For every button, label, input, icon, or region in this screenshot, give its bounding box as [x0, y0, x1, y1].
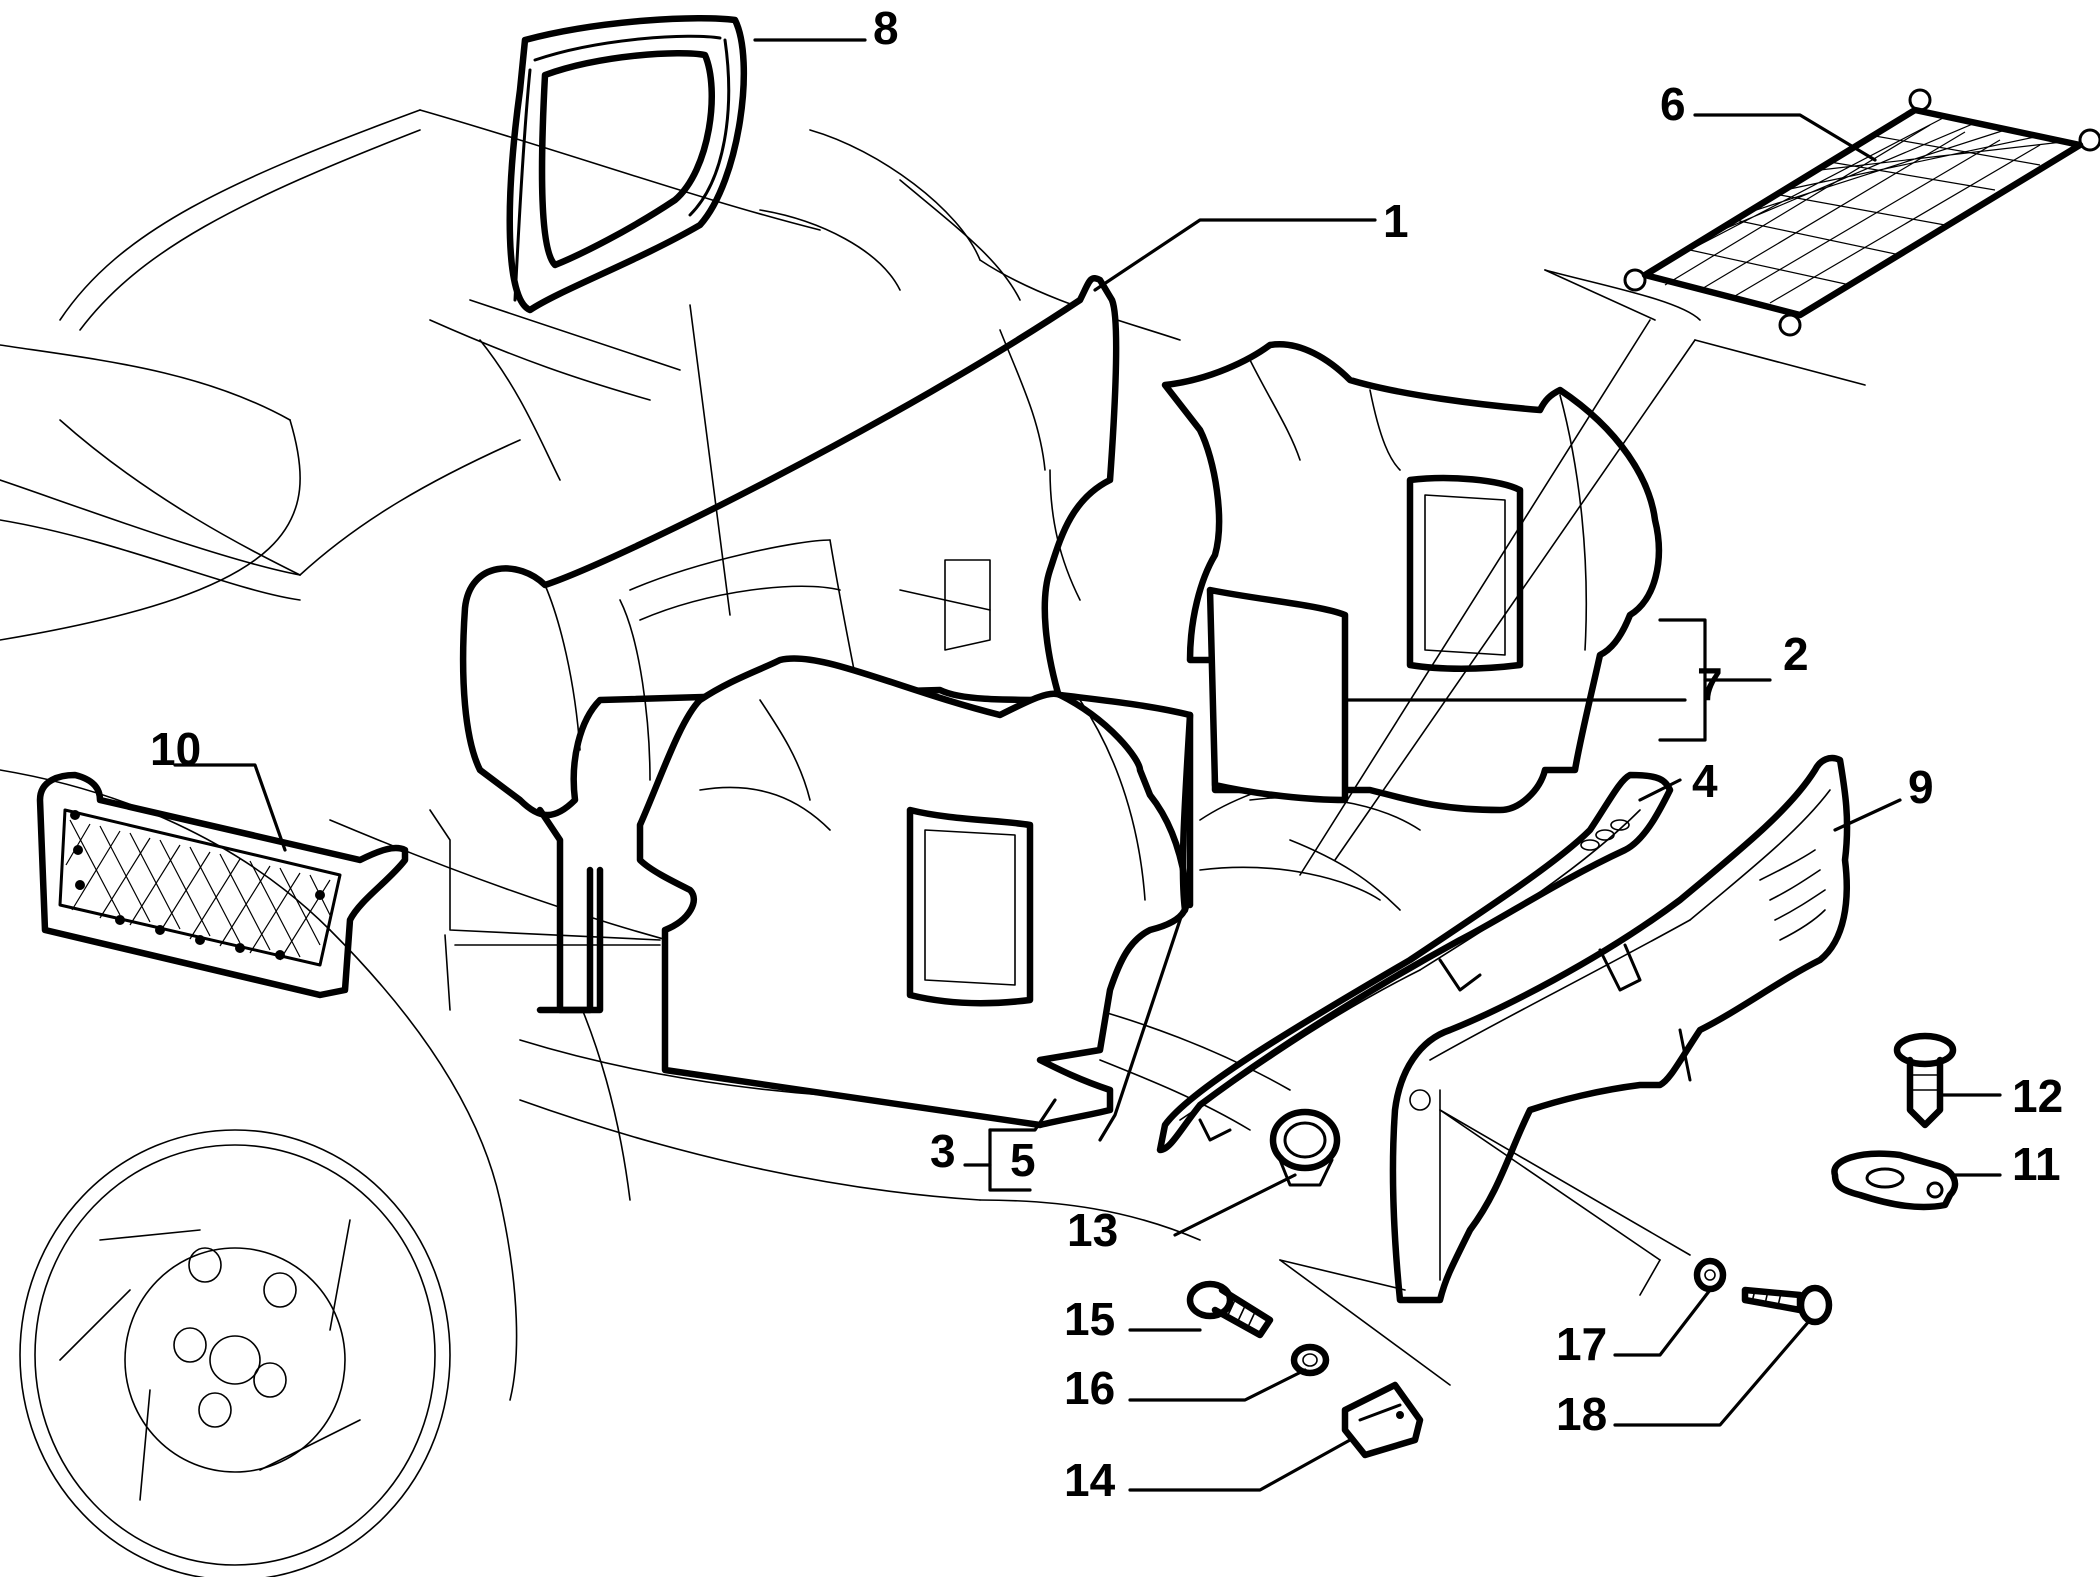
part-6-cargo-net: [1623, 88, 2100, 337]
part-11-anchor-bracket: [1831, 1150, 1959, 1211]
callout-10: 10: [150, 723, 201, 775]
part-1-trunk-side-panel: [459, 274, 1120, 1014]
part-4-sill-trim: [1156, 771, 1674, 1154]
leader-lines: [173, 38, 2002, 1492]
cargo-net-mesh: [1644, 116, 2063, 316]
wheel-outline: [19, 1129, 451, 1577]
callout-5: 5: [1010, 1134, 1036, 1186]
callout-12: 12: [2012, 1070, 2063, 1122]
part-15-screw: [1186, 1280, 1274, 1339]
callout-6: 6: [1660, 78, 1686, 130]
part-18-bolt: [1741, 1284, 1833, 1326]
part-12-push-pin: [1893, 1032, 1957, 1129]
callout-17: 17: [1556, 1318, 1607, 1370]
part-2-trunk-side-panel-right: [1161, 340, 1663, 814]
pocket-net-mesh: [65, 819, 331, 961]
callout-8: 8: [873, 2, 899, 54]
callout-7: 7: [1697, 658, 1723, 710]
callout-15: 15: [1064, 1293, 1115, 1345]
callout-16: 16: [1064, 1362, 1115, 1414]
callout-2: 2: [1783, 628, 1809, 680]
callout-3: 3: [930, 1125, 956, 1177]
part-13-grommet: [1269, 1108, 1341, 1187]
callout-11: 11: [2012, 1138, 2061, 1190]
part-9-rear-panel-trim: [1389, 754, 1851, 1304]
callout-13: 13: [1067, 1204, 1118, 1256]
callout-18: 18: [1556, 1388, 1607, 1440]
callout-1: 1: [1383, 195, 1409, 247]
part-10-net-pocket: [36, 771, 409, 999]
part-3-5-trunk-front-panel: [636, 655, 1194, 1129]
callout-9: 9: [1908, 761, 1934, 813]
callout-4: 4: [1692, 755, 1718, 807]
callout-labels: 8 1 6 2 7 4 9 10 3 5 12 11 13 15 16 14 1…: [150, 2, 2063, 1506]
part-14-clip: [1341, 1381, 1424, 1459]
part-8-window-seal: [506, 14, 748, 314]
callout-14: 14: [1064, 1454, 1116, 1506]
part-16-nut: [1290, 1343, 1330, 1377]
part-17-washer: [1693, 1257, 1727, 1293]
